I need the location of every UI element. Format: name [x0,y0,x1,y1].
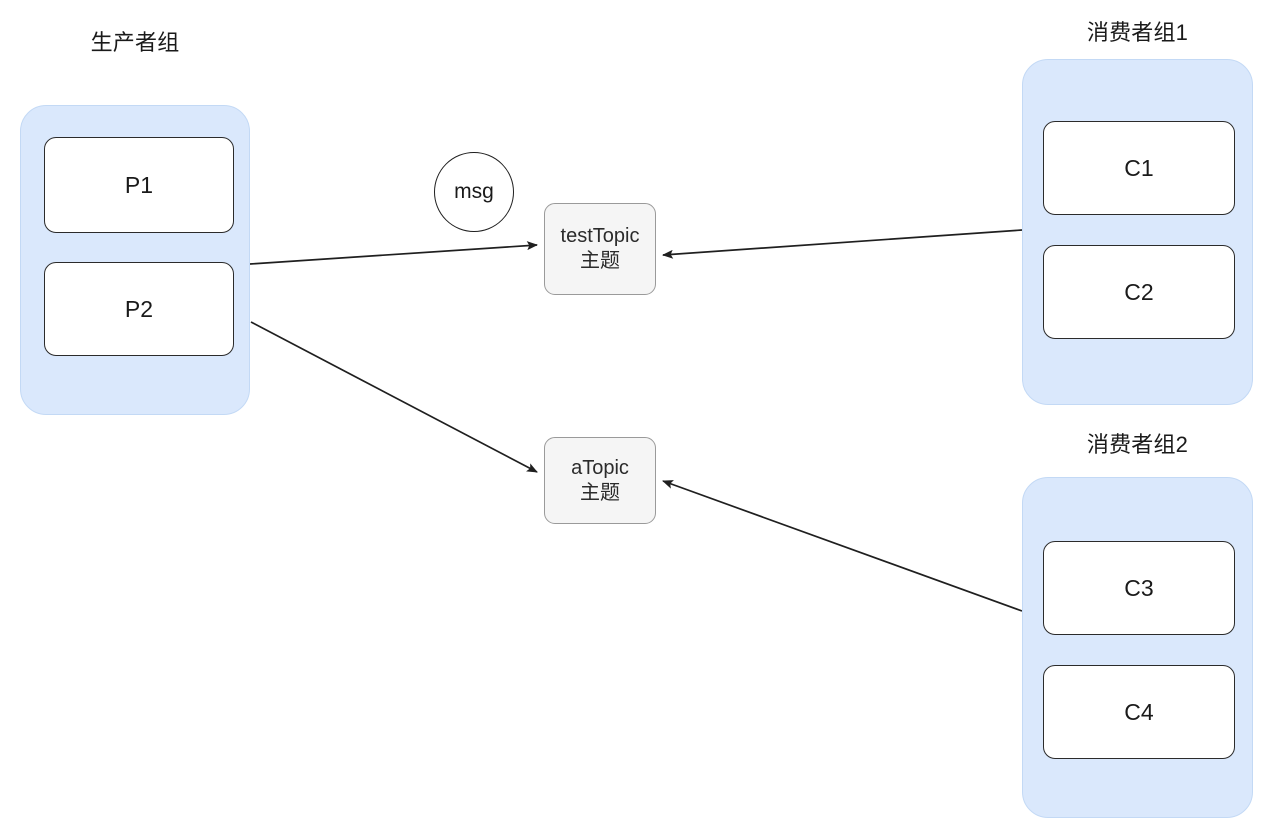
edge-consumergroup1-to-testtopic [662,229,1023,259]
consumer-group-1-label: 消费者组1 [1086,20,1189,45]
topic-name-testtopic: testTopic [560,225,640,247]
consumer-group-1-box[interactable] [1022,59,1253,405]
producer-node-p2[interactable]: P2 [44,262,234,356]
consumer-node-c1[interactable]: C1 [1043,121,1235,215]
topic-box-atopic[interactable]: aTopic 主题 [544,437,656,524]
consumer-node-c2[interactable]: C2 [1043,245,1235,339]
consumer-node-c4[interactable]: C4 [1043,665,1235,759]
message-bubble[interactable]: msg [434,152,514,232]
edge-consumergroup2-to-atopic [662,480,1023,612]
consumer-group-2-box[interactable] [1022,477,1253,818]
topic-suffix-atopic: 主题 [580,481,620,504]
producer-node-p1[interactable]: P1 [44,137,234,233]
producer-group-label: 生产者组 [90,30,180,55]
edge-producer-to-atopic [250,321,538,473]
topic-suffix-testtopic: 主题 [580,250,620,272]
consumer-node-c3[interactable]: C3 [1043,541,1235,635]
edge-producer-to-testtopic [249,241,538,265]
consumer-group-2-label: 消费者组2 [1086,432,1189,457]
topic-name-atopic: aTopic [571,456,629,479]
topic-box-testtopic[interactable]: testTopic 主题 [544,203,656,295]
